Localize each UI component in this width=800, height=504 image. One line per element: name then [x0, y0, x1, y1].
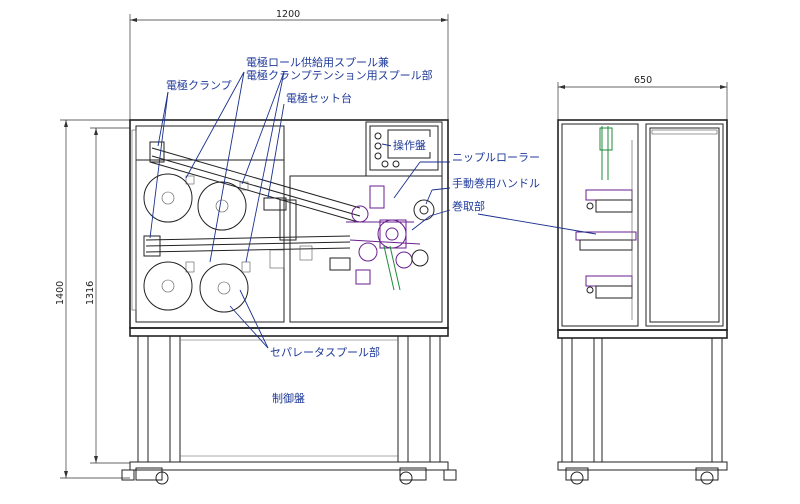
dimension-width-front: 1200: [129, 9, 449, 120]
label-control-panel: 制御盤: [272, 391, 305, 405]
dimension-650: 650: [634, 75, 652, 86]
leader-lines: [149, 71, 597, 349]
dimension-1316: 1316: [85, 281, 96, 305]
label-spool-supply-line2: 電極クランプテンション用スプール部: [246, 68, 433, 82]
dimension-1200: 1200: [276, 9, 300, 20]
dimension-width-side: 650: [557, 75, 728, 120]
front-view: 1200 1400 1316: [55, 9, 457, 485]
winding-mechanism: [329, 185, 435, 291]
base-frame: [121, 327, 457, 485]
label-winding-unit: 巻取部: [452, 199, 485, 213]
label-electrode-clamp: 電極クランプ: [166, 78, 232, 92]
label-electrode-set-table: 電極セット台: [286, 91, 352, 105]
label-operation-panel: 操作盤: [393, 138, 426, 152]
side-view: 650: [557, 75, 728, 485]
operation-panel: [369, 125, 439, 171]
labels: 電極ロール供給用スプール兼 電極クランプテンション用スプール部 電極クランプ 電…: [166, 55, 540, 405]
electrode-spools: [143, 173, 251, 313]
label-nip-roller: ニップルローラー: [452, 151, 540, 164]
label-manual-handle: 手動巻用ハンドル: [452, 176, 540, 190]
electrode-set-table: [143, 141, 361, 269]
label-separator-spool: セパレータスプール部: [270, 345, 380, 359]
dimension-1400: 1400: [55, 281, 66, 305]
dimension-height: 1400 1316: [55, 119, 130, 479]
label-spool-supply-line1: 電極ロール供給用スプール兼: [246, 55, 389, 69]
